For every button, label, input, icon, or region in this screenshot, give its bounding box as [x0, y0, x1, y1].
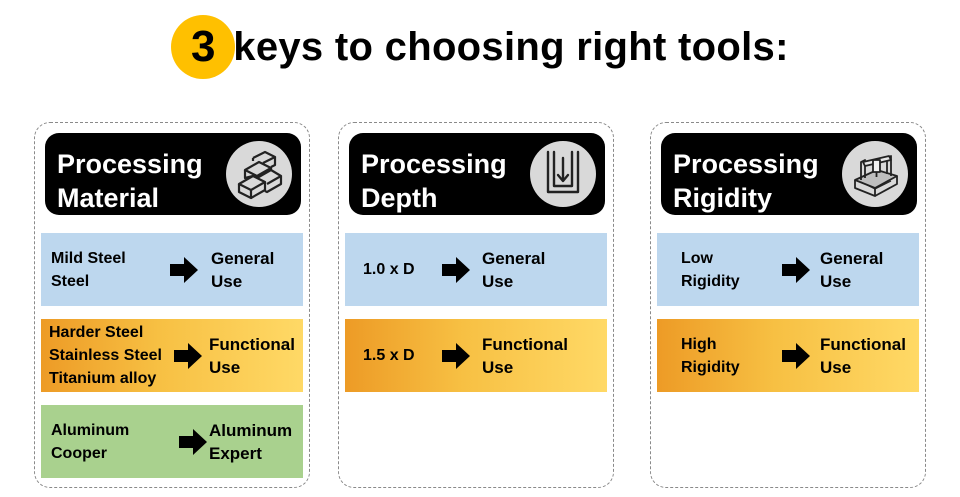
row-left-line: Rigidity	[681, 272, 740, 290]
header-line: Rigidity	[673, 183, 772, 213]
row-right-text: General Use	[820, 233, 883, 306]
row-left-text: 1.5 x D	[363, 319, 415, 392]
right-arrow-icon	[782, 257, 810, 283]
depth-row-functional: 1.5 x D Functional Use	[345, 319, 607, 392]
depth-arrow-icon	[530, 141, 596, 207]
row-left-line: High	[681, 335, 717, 353]
row-right-line: Expert	[209, 443, 262, 463]
right-arrow-icon	[170, 257, 198, 283]
row-left-line: 1.0 x D	[363, 261, 415, 278]
row-right-text: Aluminum Expert	[209, 405, 292, 478]
material-row-functional: Harder Steel Stainless Steel Titanium al…	[41, 319, 303, 392]
row-right-line: Use	[482, 271, 514, 291]
row-right-line: General	[482, 248, 546, 268]
row-left-text: Harder Steel Stainless Steel Titanium al…	[49, 319, 162, 392]
panel-header-label: Processing Depth	[361, 147, 507, 215]
panel-header-label: Processing Rigidity	[673, 147, 819, 215]
material-row-general: Mild Steel Steel General Use	[41, 233, 303, 306]
row-left-text: Aluminum Cooper	[51, 405, 129, 478]
right-arrow-icon	[442, 343, 470, 369]
row-right-text: General Use	[211, 233, 274, 306]
right-arrow-icon	[174, 343, 202, 369]
row-right-line: Use	[820, 271, 852, 291]
row-left-line: Harder Steel	[49, 324, 144, 341]
row-left-line: Titanium alloy	[49, 370, 157, 387]
stacked-blocks-icon	[226, 141, 292, 207]
row-left-text: Low Rigidity	[681, 233, 740, 306]
row-right-line: Use	[820, 357, 852, 377]
right-arrow-icon	[179, 429, 207, 455]
panel-header-label: Processing Material	[57, 147, 203, 215]
depth-row-general: 1.0 x D General Use	[345, 233, 607, 306]
header-line: Processing	[673, 149, 819, 179]
right-arrow-icon	[782, 343, 810, 369]
row-right-text: Functional Use	[820, 319, 906, 392]
row-right-text: General Use	[482, 233, 545, 306]
title-text: keys to choosing right tools:	[233, 24, 789, 69]
row-right-line: Use	[211, 271, 243, 291]
row-left-line: 1.5 x D	[363, 347, 415, 364]
row-left-line: Aluminum	[51, 421, 130, 439]
rigidity-row-functional: High Rigidity Functional Use	[657, 319, 919, 392]
rigidity-row-general: Low Rigidity General Use	[657, 233, 919, 306]
header-line: Processing	[361, 149, 507, 179]
row-right-line: General	[820, 248, 884, 268]
row-right-line: Functional	[482, 334, 568, 354]
row-left-line: Cooper	[51, 444, 107, 462]
row-right-line: Functional	[209, 334, 295, 354]
panel-processing-material: Processing Material Mild Steel Steel	[34, 122, 310, 488]
row-right-text: Functional Use	[209, 319, 295, 392]
row-left-line: Low	[681, 249, 713, 267]
cnc-machine-icon	[842, 141, 908, 207]
row-right-line: Functional	[820, 334, 906, 354]
row-right-line: Use	[209, 357, 241, 377]
panel-header: Processing Material	[45, 133, 301, 215]
panel-header: Processing Depth	[349, 133, 605, 215]
row-left-text: 1.0 x D	[363, 233, 415, 306]
page-title: 3 keys to choosing right tools:	[0, 14, 960, 80]
row-left-line: Steel	[51, 272, 90, 290]
row-right-line: Aluminum	[209, 420, 293, 440]
row-left-text: High Rigidity	[681, 319, 740, 392]
right-arrow-icon	[442, 257, 470, 283]
header-line: Processing	[57, 149, 203, 179]
row-right-line: Use	[482, 357, 514, 377]
header-line: Material	[57, 183, 160, 213]
row-right-text: Functional Use	[482, 319, 568, 392]
panel-header: Processing Rigidity	[661, 133, 917, 215]
header-line: Depth	[361, 183, 438, 213]
row-left-line: Rigidity	[681, 358, 740, 376]
panel-processing-depth: Processing Depth 1.0 x D General Use 1.5…	[338, 122, 614, 488]
title-number-badge: 3	[171, 15, 236, 79]
material-row-aluminum: Aluminum Cooper Aluminum Expert	[41, 405, 303, 478]
panel-processing-rigidity: Processing Rigidity Low Rigidity General	[650, 122, 926, 488]
row-left-text: Mild Steel Steel	[51, 233, 126, 306]
row-left-line: Stainless Steel	[49, 347, 162, 364]
row-right-line: General	[211, 248, 275, 268]
row-left-line: Mild Steel	[51, 249, 126, 267]
